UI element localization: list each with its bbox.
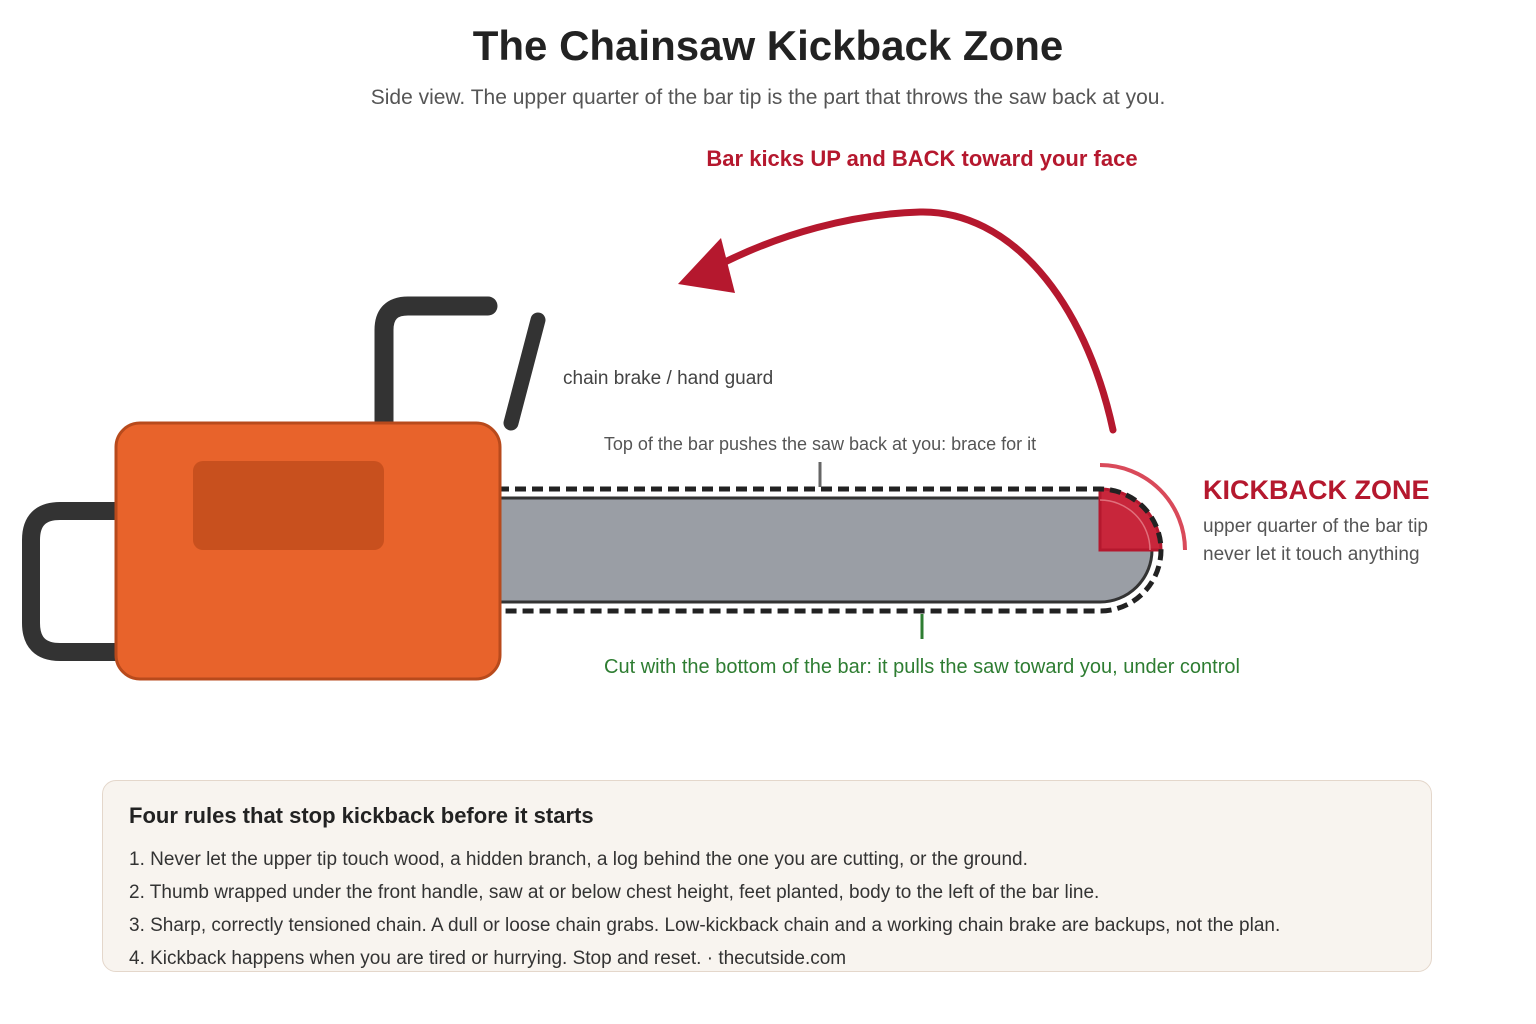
kickback-arrowhead xyxy=(678,238,735,293)
kickback-zone-inner-arc xyxy=(1099,499,1151,551)
rear-handle xyxy=(22,502,151,661)
rules-list: 1. Never let the upper tip touch wood, a… xyxy=(129,843,1405,975)
kickback-arrow-label: Bar kicks UP and BACK toward your face xyxy=(706,146,1137,171)
bottom-of-bar-label: Cut with the bottom of the bar: it pulls… xyxy=(604,656,1240,678)
engine-cover-panel xyxy=(193,461,384,550)
rule-item: 1. Never let the upper tip touch wood, a… xyxy=(129,849,1028,870)
rule-item: 2. Thumb wrapped under the front handle,… xyxy=(129,882,1100,903)
page-title: The Chainsaw Kickback Zone xyxy=(472,22,1064,69)
kickback-zone-line2: never let it touch anything xyxy=(1203,544,1420,565)
page-subtitle: Side view. The upper quarter of the bar … xyxy=(370,86,1166,109)
rule-item: 4. Kickback happens when you are tired o… xyxy=(129,948,847,969)
top-handle xyxy=(374,296,498,434)
kickback-zone-line1: upper quarter of the bar tip xyxy=(1203,516,1428,537)
kickback-zone-highlight-arc xyxy=(1100,463,1187,550)
guide-bar xyxy=(496,496,1154,604)
top-of-bar-label: Top of the bar pushes the saw back at yo… xyxy=(604,434,1036,454)
rules-panel: Four rules that stop kickback before it … xyxy=(102,780,1432,972)
chain-brake-label: chain brake / hand guard xyxy=(563,368,773,389)
rules-heading: Four rules that stop kickback before it … xyxy=(129,803,594,828)
kickback-zone-title: KICKBACK ZONE xyxy=(1203,475,1430,505)
kickback-arrow xyxy=(721,208,1117,434)
chain-brake-hand-guard xyxy=(503,312,546,431)
saw-chain xyxy=(498,486,1164,614)
rule-item: 3. Sharp, correctly tensioned chain. A d… xyxy=(129,915,1281,936)
